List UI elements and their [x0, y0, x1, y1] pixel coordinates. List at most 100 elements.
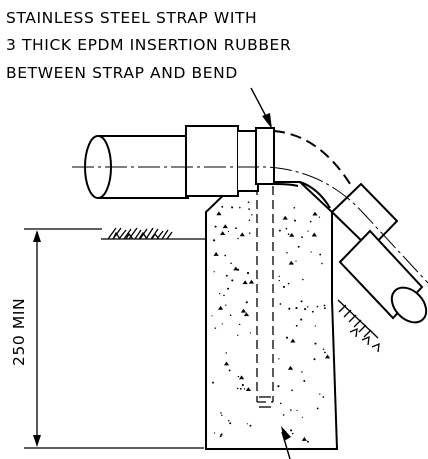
aggregate-stone	[287, 365, 294, 370]
aggregate-dot	[230, 262, 232, 265]
aggregate-dot	[235, 227, 237, 230]
aggregate-stone	[220, 231, 226, 236]
aggregate-dot	[237, 268, 240, 271]
aggregate-dot	[228, 369, 231, 372]
aggregate-dot	[227, 419, 230, 422]
aggregate-dot	[295, 307, 298, 310]
aggregate-dot	[324, 307, 326, 310]
aggregate-dot	[248, 208, 250, 210]
aggregate-dot	[219, 435, 222, 438]
dimension-label: 250 MIN	[10, 298, 28, 366]
aggregate-stone	[240, 308, 247, 313]
aggregate-stone	[217, 305, 224, 310]
aggregate-dot	[290, 429, 293, 432]
aggregate-dot	[295, 324, 298, 327]
aggregate-dot	[292, 262, 294, 265]
aggregate-dot	[311, 310, 314, 313]
aggregate-dot	[300, 318, 303, 321]
aggregate-dot	[301, 416, 304, 418]
strap-anchor-end	[259, 396, 271, 408]
aggregate-dot	[213, 432, 216, 434]
aggregate-dot	[293, 206, 296, 209]
aggregate-dot	[316, 407, 319, 410]
aggregate-dot	[219, 293, 221, 295]
aggregate-stone	[238, 375, 245, 380]
aggregate-dot	[287, 233, 290, 236]
aggregate-dot	[279, 402, 282, 405]
aggregate-stone	[216, 211, 222, 216]
pipe-centerline	[72, 166, 428, 284]
aggregate-dot	[301, 371, 303, 373]
aggregate-dot	[319, 393, 321, 395]
pipe-socket	[185, 125, 259, 197]
aggregate-stone	[248, 279, 255, 284]
aggregate-dot	[247, 201, 250, 204]
aggregate-dot	[286, 251, 288, 254]
aggregate-dot	[302, 278, 304, 281]
aggregate-dot	[221, 205, 224, 208]
aggregate-dot	[213, 271, 215, 273]
aggregate-dot	[221, 323, 223, 325]
aggregate-dot	[214, 327, 217, 329]
aggregate-dot	[291, 389, 293, 392]
aggregate-dot	[295, 260, 297, 262]
dimension-250-min	[24, 228, 204, 449]
aggregate-dot	[322, 348, 325, 351]
aggregate-dot	[236, 387, 239, 390]
aggregate-dot	[319, 253, 322, 256]
aggregate-dot	[304, 308, 307, 311]
aggregate-dot	[310, 251, 312, 253]
aggregate-dot	[223, 294, 225, 297]
aggregate-dot	[229, 422, 232, 425]
annotation-line-1: STAINLESS STEEL STRAP WITH	[6, 9, 257, 27]
aggregate-dot	[306, 440, 309, 443]
pipe-angled	[330, 182, 428, 324]
aggregate-dot	[249, 424, 252, 427]
aggregate-stone	[222, 224, 228, 229]
aggregate-stone	[289, 232, 295, 237]
aggregate-stone	[311, 232, 317, 237]
aggregate-dot	[225, 274, 228, 277]
aggregate-dot	[285, 336, 289, 339]
aggregate-dot	[225, 352, 227, 354]
aggregate-dot	[246, 423, 249, 425]
aggregate-dot	[224, 254, 227, 257]
aggregate-dot	[237, 334, 239, 336]
aggregate-dot	[314, 342, 317, 345]
aggregate-dot	[220, 412, 222, 414]
aggregate-dot	[248, 232, 251, 234]
aggregate-dot	[214, 225, 217, 228]
aggregate-dot	[300, 300, 303, 303]
aggregate-dot	[313, 358, 316, 361]
aggregate-stone	[213, 251, 219, 256]
stainless-steel-strap	[255, 127, 275, 185]
aggregate-dot	[290, 409, 292, 411]
aggregate-dot	[221, 414, 223, 417]
aggregate-dot	[278, 275, 280, 277]
aggregate-dot	[288, 307, 291, 310]
aggregate-dot	[248, 219, 251, 222]
aggregate-dot	[277, 385, 280, 388]
aggregate-dot	[231, 206, 234, 209]
aggregate-dot	[279, 303, 282, 305]
aggregate-dot	[246, 271, 250, 275]
ground-hatch-right	[337, 299, 380, 353]
aggregate-dot	[287, 282, 290, 285]
aggregate-dot	[306, 306, 309, 308]
aggregate-dot	[239, 387, 242, 390]
aggregate-dot	[238, 323, 241, 326]
aggregate-dot	[323, 304, 326, 307]
aggregate-dot	[239, 206, 241, 209]
aggregate-dot	[278, 279, 280, 282]
aggregate-dot	[282, 285, 285, 288]
pipe-bend	[273, 130, 353, 209]
aggregate-dot	[241, 384, 244, 387]
aggregate-dot	[318, 216, 321, 218]
aggregate-dot	[314, 325, 316, 327]
aggregate-stone	[245, 387, 251, 392]
aggregate-dot	[213, 239, 216, 242]
strap-annotation: STAINLESS STEEL STRAP WITH 3 THICK EPDM …	[6, 9, 291, 82]
aggregate-dot	[249, 332, 251, 334]
aggregate-dot	[309, 220, 312, 223]
